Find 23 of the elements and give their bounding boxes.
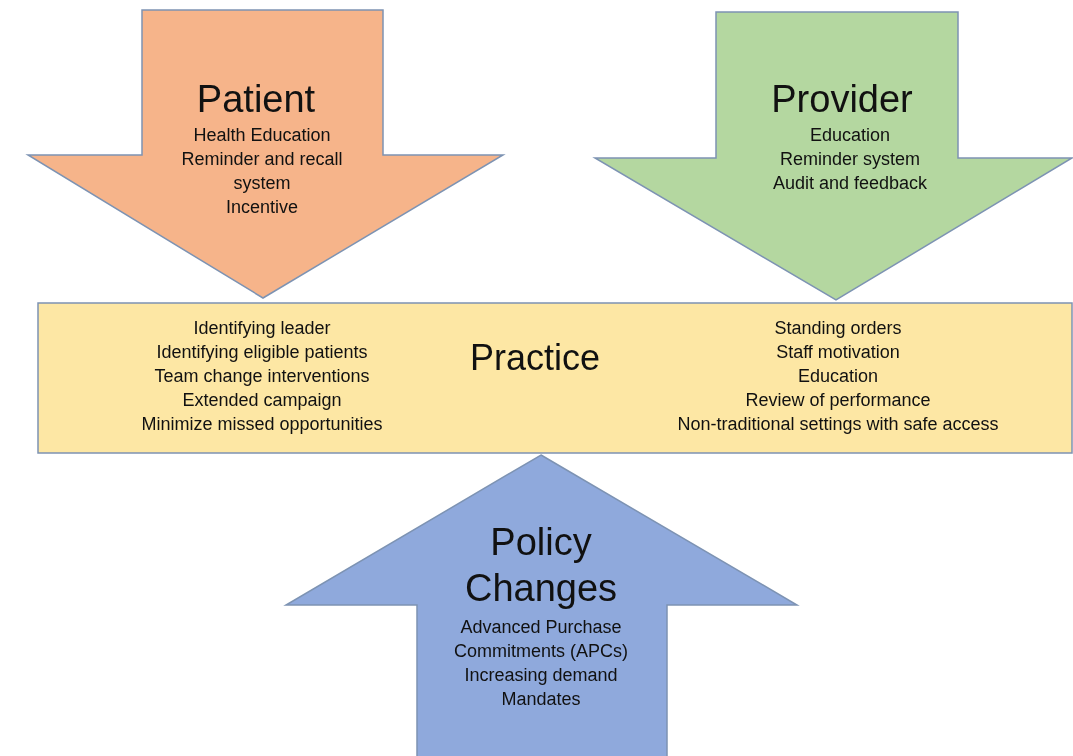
list-item: Education — [809, 124, 891, 147]
list-item: Advanced Purchase Commitments (APCs) — [453, 616, 629, 663]
list-item: Review of performance — [745, 389, 931, 412]
list-item: Reminder and recall system — [180, 148, 344, 195]
list-item: Staff motivation — [776, 341, 900, 364]
list-item: Mandates — [501, 688, 581, 711]
list-item: Minimize missed opportunities — [141, 413, 383, 436]
list-item: Audit and feedback — [772, 172, 928, 195]
list-item: Extended campaign — [182, 389, 342, 412]
list-item: Increasing demand — [464, 664, 618, 687]
list-item: Team change interventions — [154, 365, 370, 388]
heading: Policy Changes — [463, 520, 619, 611]
list-item: Standing orders — [774, 317, 902, 340]
list-item: Health Education — [193, 124, 331, 147]
list-item: Non-traditional settings with safe access — [677, 413, 999, 436]
list-item: Identifying eligible patients — [156, 341, 368, 364]
list-item: Incentive — [225, 196, 298, 219]
list-item: Reminder system — [779, 148, 920, 171]
heading: Practice — [469, 336, 600, 380]
list-item: Identifying leader — [193, 317, 331, 340]
list-item: Education — [797, 365, 879, 388]
heading: Provider — [771, 77, 913, 122]
heading: Patient — [196, 77, 316, 122]
